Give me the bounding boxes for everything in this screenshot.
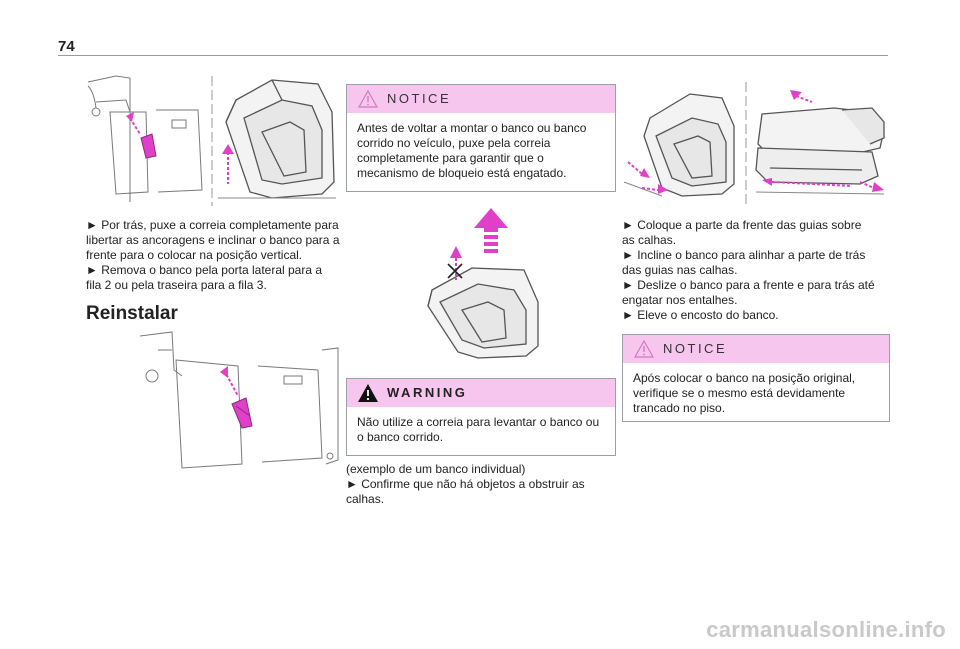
illustration-seat-on-rails bbox=[622, 78, 890, 210]
notice-line: corrido no veículo, puxe pela correia bbox=[357, 136, 551, 150]
col2-line: (exemplo de um banco individual) bbox=[346, 462, 526, 476]
col1-instructions: ► Por trás, puxe a correia completamente… bbox=[86, 218, 346, 293]
warning-box: WARNING Não utilize a correia para levan… bbox=[346, 378, 616, 456]
col2-line: calhas. bbox=[346, 492, 385, 506]
notice-line: Antes de voltar a montar o banco ou banc… bbox=[357, 121, 587, 135]
illustration-seat-strap-pull bbox=[86, 72, 338, 210]
col3-line: ► Coloque a parte da frente das guias so… bbox=[622, 218, 862, 232]
section-heading-reinstall: Reinstalar bbox=[86, 303, 178, 324]
notice-line: verifique se o mesmo está devidamente bbox=[633, 386, 846, 400]
notice-box-1: NOTICE Antes de voltar a montar o banco … bbox=[346, 84, 616, 192]
page-number: 74 bbox=[58, 38, 75, 55]
col1-line: ► Remova o banco pela porta lateral para… bbox=[86, 263, 323, 277]
warning-line: o banco corrido. bbox=[357, 430, 444, 444]
col3-line: ► Deslize o banco para a frente e para t… bbox=[622, 278, 875, 292]
notice-line: mecanismo de bloqueio está engatado. bbox=[357, 166, 567, 180]
notice-line: Após colocar o banco na posição original… bbox=[633, 371, 856, 385]
col3-line: ► Eleve o encosto do banco. bbox=[622, 308, 779, 322]
notice-label: NOTICE bbox=[663, 341, 728, 356]
notice-box-2: NOTICE Após colocar o banco na posição o… bbox=[622, 334, 890, 422]
notice-body: Após colocar o banco na posição original… bbox=[623, 363, 889, 424]
illustration-seat-lift-warning bbox=[418, 206, 548, 362]
col2-instructions: (exemplo de um banco individual) ► Confi… bbox=[346, 462, 614, 507]
warning-body: Não utilize a correia para levantar o ba… bbox=[347, 407, 615, 453]
col1-line: frente para o colocar na posição vertica… bbox=[86, 248, 303, 262]
warning-label: WARNING bbox=[387, 385, 468, 400]
col2-line: ► Confirme que não há objetos a obstruir… bbox=[346, 477, 585, 491]
illustration-seat-anchor-reinstall bbox=[138, 330, 340, 470]
col3-line: ► Incline o banco para alinhar a parte d… bbox=[622, 248, 866, 262]
notice-line: trancado no piso. bbox=[633, 401, 726, 415]
col1-line: fila 2 ou pela traseira para a fila 3. bbox=[86, 278, 267, 292]
notice-body: Antes de voltar a montar o banco ou banc… bbox=[347, 113, 615, 189]
warning-line: Não utilize a correia para levantar o ba… bbox=[357, 415, 600, 429]
col1-line: libertar as ancoragens e inclinar o banc… bbox=[86, 233, 340, 247]
col3-line: das guias nas calhas. bbox=[622, 263, 738, 277]
col1-line: ► Por trás, puxe a correia completamente… bbox=[86, 218, 339, 232]
warning-header: WARNING bbox=[347, 379, 615, 407]
notice-header: NOTICE bbox=[623, 335, 889, 363]
col3-line: as calhas. bbox=[622, 233, 677, 247]
notice-line: completamente para garantir que o bbox=[357, 151, 544, 165]
caution-triangle-icon bbox=[357, 89, 379, 108]
col3-line: engatar nos entalhes. bbox=[622, 293, 738, 307]
watermark: carmanualsonline.info bbox=[706, 617, 946, 642]
warning-triangle-icon bbox=[358, 384, 378, 402]
notice-header: NOTICE bbox=[347, 85, 615, 113]
header-rule bbox=[58, 55, 888, 56]
notice-label: NOTICE bbox=[387, 91, 452, 106]
col3-instructions: ► Coloque a parte da frente das guias so… bbox=[622, 218, 888, 323]
caution-triangle-icon bbox=[633, 339, 655, 358]
